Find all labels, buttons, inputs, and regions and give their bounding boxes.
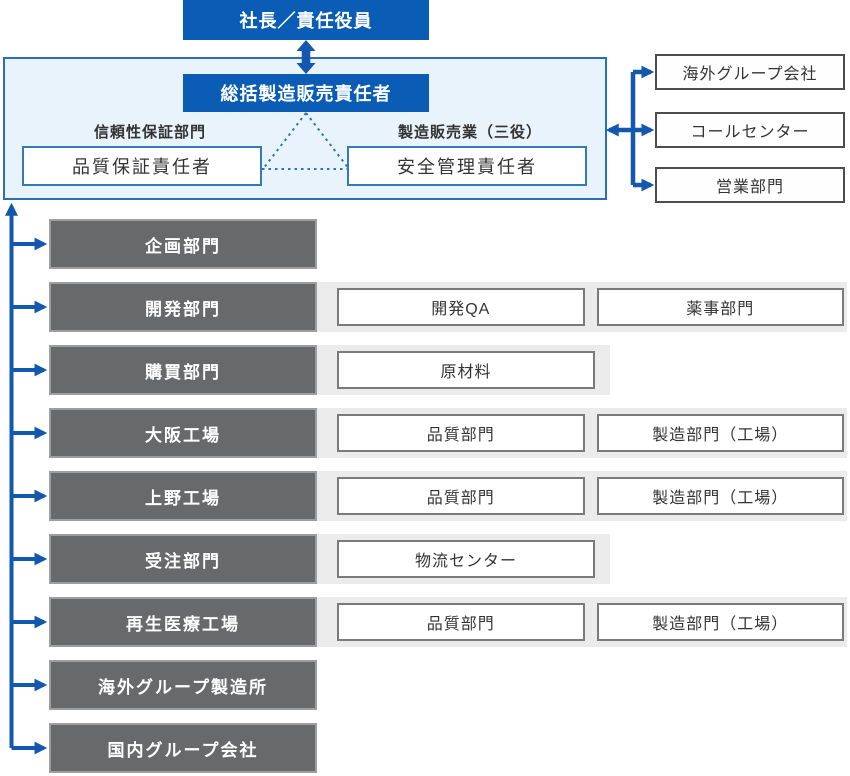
- right-branch-connector: [605, 65, 655, 192]
- ueno-factory-box: 上野工場: [49, 471, 317, 521]
- ueno-manufacturing-division-box: 製造部門（工場）: [596, 477, 844, 515]
- regenerative-medicine-factory-box: 再生医療工場: [49, 597, 317, 647]
- marketing-supervisor-box: 総括製造販売責任者: [183, 74, 429, 112]
- development-division-strip: 開発QA 薬事部門: [315, 282, 847, 332]
- order-division-strip: 物流センター: [315, 534, 610, 584]
- quality-assurance-manager-box: 品質保証責任者: [22, 146, 262, 186]
- regenerative-manufacturing-division-box: 製造部門（工場）: [596, 603, 844, 641]
- planning-division-box: 企画部門: [49, 219, 317, 269]
- regulatory-affairs-box: 薬事部門: [596, 288, 844, 326]
- ueno-quality-division-box: 品質部門: [337, 477, 585, 515]
- osaka-factory-strip: 品質部門 製造部門（工場）: [315, 408, 847, 458]
- domestic-group-company-box: 国内グループ会社: [49, 723, 317, 773]
- development-qa-box: 開発QA: [337, 288, 585, 326]
- sales-division-box: 営業部門: [655, 167, 845, 203]
- call-center-box: コールセンター: [655, 112, 845, 148]
- logistics-center-box: 物流センター: [337, 540, 595, 578]
- reliability-division-label: 信頼性保証部門: [93, 124, 206, 141]
- osaka-manufacturing-division-box: 製造部門（工場）: [596, 414, 844, 452]
- purchasing-division-strip: 原材料: [315, 345, 610, 395]
- ueno-factory-strip: 品質部門 製造部門（工場）: [315, 471, 847, 521]
- raw-materials-box: 原材料: [337, 351, 595, 389]
- overseas-group-plant-box: 海外グループ製造所: [49, 660, 317, 710]
- osaka-factory-box: 大阪工場: [49, 408, 317, 458]
- overseas-group-company-box: 海外グループ会社: [655, 54, 845, 90]
- marketing-business-label: 製造販売業（三役）: [397, 124, 542, 141]
- regenerative-quality-division-box: 品質部門: [337, 603, 585, 641]
- osaka-quality-division-box: 品質部門: [337, 414, 585, 452]
- order-division-box: 受注部門: [49, 534, 317, 584]
- purchasing-division-box: 購買部門: [49, 345, 317, 395]
- development-division-box: 開発部門: [49, 282, 317, 332]
- president-box: 社長／責任役員: [183, 0, 429, 40]
- safety-management-manager-box: 安全管理責任者: [347, 146, 587, 186]
- left-spine-connector: [4, 202, 48, 755]
- regenerative-medicine-factory-strip: 品質部門 製造部門（工場）: [315, 597, 847, 647]
